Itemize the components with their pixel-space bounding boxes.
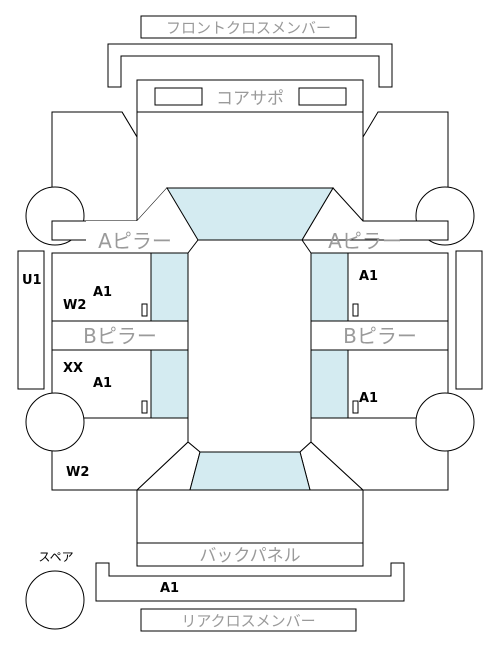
a-pillar-left-label: Aピラー bbox=[98, 229, 172, 253]
a-pillar-left[interactable]: Aピラー bbox=[51, 187, 199, 253]
back-panel[interactable]: バックパネル bbox=[136, 542, 364, 567]
spare-tire[interactable]: スペア bbox=[25, 550, 85, 630]
front-left-door-handle bbox=[141, 303, 148, 317]
front-left-window[interactable] bbox=[150, 252, 189, 322]
code-front-left-door-b: W2 bbox=[63, 298, 86, 313]
a-pillar-right-label: Aピラー bbox=[328, 229, 402, 253]
left-rocker[interactable] bbox=[17, 250, 45, 390]
rear-right-quarter-panel[interactable] bbox=[310, 417, 449, 491]
front-right-door-handle bbox=[352, 303, 359, 317]
core-support-label: コアサポ bbox=[216, 89, 284, 109]
trunk-lid[interactable] bbox=[136, 489, 364, 544]
roof[interactable] bbox=[187, 239, 312, 453]
rear-left-window[interactable] bbox=[150, 349, 189, 419]
code-left-rocker: U1 bbox=[22, 273, 42, 288]
b-pillar-right-label: Bピラー bbox=[343, 324, 417, 348]
rear-cross-member[interactable] bbox=[95, 562, 405, 602]
right-rocker[interactable] bbox=[455, 250, 483, 390]
front-cross-member[interactable] bbox=[107, 43, 393, 88]
back-panel-label: バックパネル bbox=[199, 546, 300, 566]
core-support-left-slot bbox=[154, 87, 203, 106]
code-front-right-door: A1 bbox=[359, 269, 378, 284]
code-rear-left-quarter: W2 bbox=[66, 465, 89, 480]
front-cross-member-label-box[interactable]: フロントクロスメンバー bbox=[140, 15, 357, 39]
rear-window[interactable] bbox=[189, 451, 311, 491]
rear-left-quarter-panel[interactable] bbox=[51, 417, 189, 491]
front-cross-member-label: フロントクロスメンバー bbox=[166, 19, 331, 37]
front-right-window[interactable] bbox=[310, 252, 349, 322]
b-pillar-left[interactable]: Bピラー bbox=[51, 320, 189, 351]
a-pillar-right[interactable]: Aピラー bbox=[301, 187, 449, 253]
rear-cross-member-label: リアクロスメンバー bbox=[181, 612, 315, 630]
rear-right-window[interactable] bbox=[310, 349, 349, 419]
code-rear-left-door-b: A1 bbox=[93, 376, 112, 391]
rear-cross-member-label-box[interactable]: リアクロスメンバー bbox=[140, 608, 357, 632]
code-front-left-door-a: A1 bbox=[93, 285, 112, 300]
core-support-right-slot bbox=[298, 87, 347, 106]
code-rear-left-door-a: XX bbox=[63, 361, 83, 376]
rear-left-door-handle bbox=[141, 400, 148, 414]
b-pillar-left-label: Bピラー bbox=[83, 324, 157, 348]
rear-right-wheel[interactable] bbox=[415, 392, 475, 452]
code-rear-cross-member: A1 bbox=[160, 581, 179, 596]
spare-tire-label: スペア bbox=[38, 550, 73, 564]
b-pillar-right[interactable]: Bピラー bbox=[310, 320, 449, 351]
rear-left-wheel[interactable] bbox=[25, 392, 85, 452]
rear-right-door-handle bbox=[352, 400, 359, 414]
code-rear-right-door: A1 bbox=[359, 391, 378, 406]
core-support[interactable]: コアサポ bbox=[136, 79, 364, 113]
